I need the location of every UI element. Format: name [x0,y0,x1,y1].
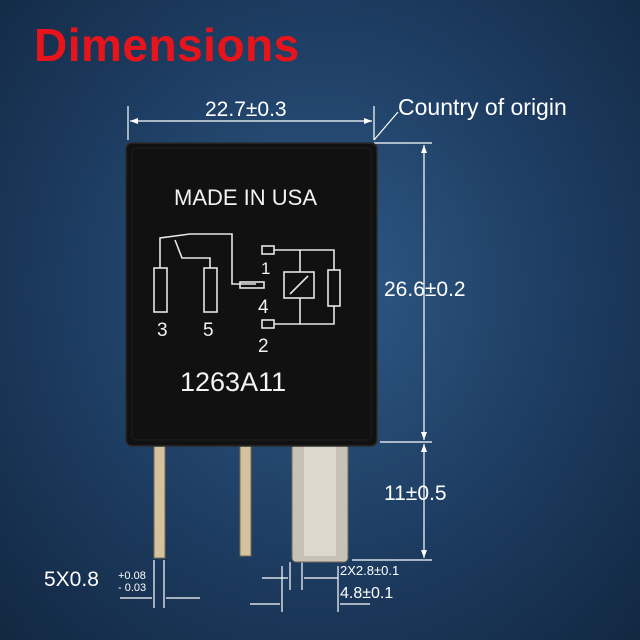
relay-body-inner-edge [131,147,372,441]
pin-width-tolerance-upper: +0.08 [118,570,146,582]
made-in-label: MADE IN USA [174,185,317,210]
width-dimension: 22.7±0.3 [205,98,287,121]
pin-label-4: 4 [258,297,269,318]
relay-schematic [153,233,341,329]
dimension-lines [120,106,432,612]
blade-terminal-face [304,446,336,556]
height-dimension: 26.6±0.2 [384,278,466,301]
part-number: 1263A11 [180,367,286,397]
pin-label-2: 2 [258,336,269,357]
page-title: Dimensions [34,19,300,71]
dimension-arrows [130,118,427,558]
pin-length-dimension: 11±0.5 [384,482,447,505]
pin-width-tolerance-lower: - 0.03 [118,582,147,594]
relay-body [125,142,378,447]
country-of-origin-label: Country of origin [398,94,567,120]
pin-label-1: 1 [261,259,270,278]
pin-5 [239,439,252,557]
pin-label-5: 5 [203,320,214,341]
pin-3 [153,439,166,559]
pin-label-3: 3 [157,320,168,341]
blade-width-dimension: 4.8±0.1 [340,585,394,602]
pin-width-dimension: 5X0.8 [44,568,99,591]
blade-thickness-dimension: 2X2.8±0.1 [340,563,400,578]
